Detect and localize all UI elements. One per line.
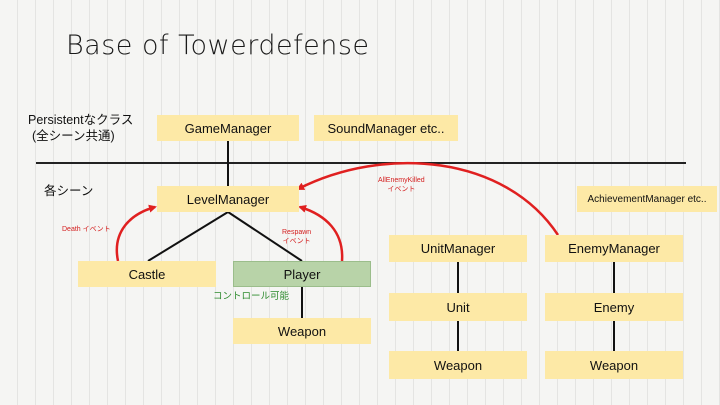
node-sound-manager: SoundManager etc.. bbox=[314, 115, 458, 141]
node-unit-manager: UnitManager bbox=[389, 235, 527, 262]
node-enemy: Enemy bbox=[545, 293, 683, 321]
persistent-label-line1: Persistentなクラス bbox=[28, 113, 134, 127]
death-event-arrow bbox=[115, 204, 157, 262]
death-event-label: Death イベント bbox=[62, 226, 111, 233]
all-enemy-killed-event-arrow bbox=[296, 161, 560, 236]
node-unit-weapon: Weapon bbox=[389, 351, 527, 379]
edge-levelmanager-player bbox=[227, 211, 303, 262]
edge-levelmanager-castle bbox=[147, 211, 229, 262]
node-enemy-manager: EnemyManager bbox=[545, 235, 683, 262]
node-enemy-weapon: Weapon bbox=[545, 351, 683, 379]
all-enemy-killed-label-line2: イベント bbox=[387, 186, 416, 193]
node-achievement-manager: AchievementManager etc.. bbox=[577, 186, 717, 212]
respawn-event-label: Respawn イベント bbox=[282, 228, 311, 246]
persistent-label-line2: (全シーン共通) bbox=[32, 129, 115, 143]
each-scene-section-label: 各シーン bbox=[44, 184, 94, 198]
node-player: Player bbox=[233, 261, 371, 287]
controllable-annotation: コントロール可能 bbox=[213, 291, 290, 302]
node-castle: Castle bbox=[78, 261, 216, 287]
respawn-event-arrow bbox=[298, 204, 344, 262]
node-level-manager: LevelManager bbox=[157, 186, 299, 212]
respawn-label-line2: イベント bbox=[282, 238, 311, 245]
respawn-label-line1: Respawn bbox=[282, 229, 312, 236]
all-enemy-killed-event-label: AllEnemyKilled イベント bbox=[378, 176, 425, 194]
node-game-manager: GameManager bbox=[157, 115, 299, 141]
persistent-section-label: Persistentなクラス (全シーン共通) bbox=[28, 112, 133, 144]
node-unit: Unit bbox=[389, 293, 527, 321]
node-player-weapon: Weapon bbox=[233, 318, 371, 344]
diagram-title: Base of Towerdefense bbox=[66, 30, 370, 61]
all-enemy-killed-label-line1: AllEnemyKilled bbox=[378, 177, 425, 184]
